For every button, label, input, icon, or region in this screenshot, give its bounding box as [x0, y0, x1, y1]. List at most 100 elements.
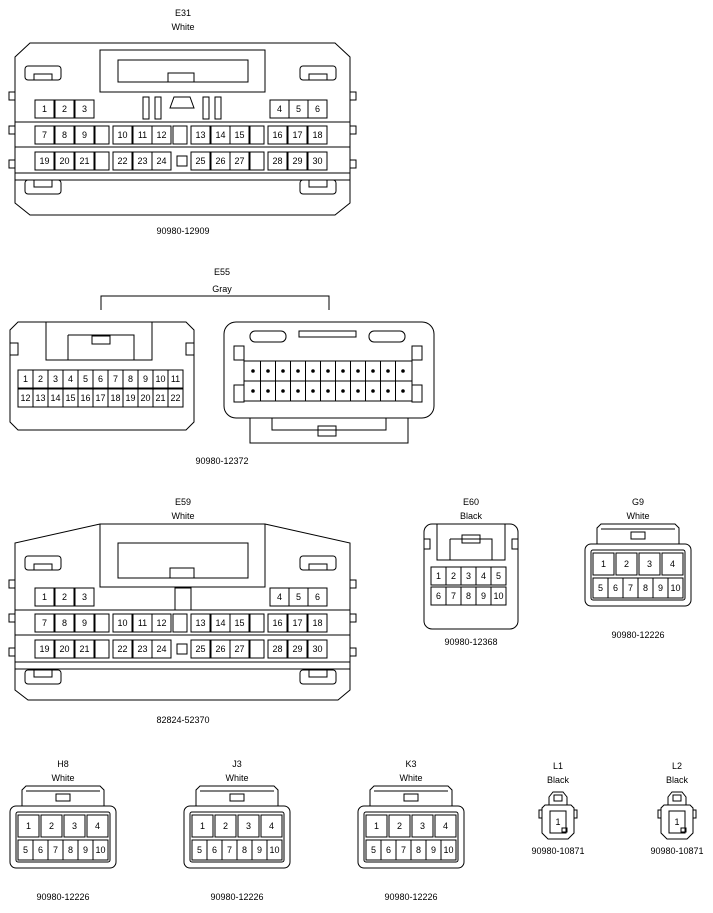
pin: 17	[287, 613, 308, 633]
connector-e31-part-number: 90980-12909	[156, 226, 209, 236]
pin: 15	[229, 125, 250, 145]
svg-text:27: 27	[234, 156, 244, 166]
svg-text:28: 28	[272, 156, 282, 166]
svg-text:5: 5	[296, 104, 301, 114]
pin: 30	[307, 639, 328, 659]
svg-text:27: 27	[234, 644, 244, 654]
connector-e60-housing	[423, 523, 519, 630]
svg-text:13: 13	[195, 130, 205, 140]
male-pin-dot	[251, 369, 255, 373]
connector-g9-color: White	[626, 511, 649, 521]
svg-text:16: 16	[272, 618, 282, 628]
svg-text:8: 8	[68, 845, 73, 855]
svg-text:22: 22	[170, 393, 180, 403]
svg-text:4: 4	[95, 821, 100, 831]
svg-text:1: 1	[23, 374, 28, 384]
pin: 11	[132, 125, 153, 145]
pin: 2	[54, 99, 75, 119]
svg-text:9: 9	[658, 583, 663, 593]
svg-text:2: 2	[62, 592, 67, 602]
connector-k3-part-number: 90980-12226	[384, 892, 437, 902]
pin: 9	[475, 586, 492, 606]
connector-l2-part-number: 90980-10871	[650, 846, 703, 856]
connector-e55-code: E55	[214, 267, 230, 277]
svg-text:30: 30	[312, 644, 322, 654]
pin: 6	[607, 577, 624, 599]
svg-text:4: 4	[269, 821, 274, 831]
svg-text:13: 13	[195, 618, 205, 628]
svg-text:7: 7	[113, 374, 118, 384]
pin: 12	[151, 613, 172, 633]
pin: 3	[460, 566, 477, 586]
svg-text:7: 7	[53, 845, 58, 855]
svg-text:1: 1	[674, 817, 679, 827]
svg-text:5: 5	[598, 583, 603, 593]
pin: 27	[229, 151, 250, 171]
pin: 9	[652, 577, 669, 599]
svg-text:2: 2	[451, 571, 456, 581]
svg-text:17: 17	[292, 618, 302, 628]
pin: 6	[92, 369, 109, 389]
svg-text:11: 11	[171, 374, 180, 384]
pin: 8	[236, 839, 253, 861]
pin: 3	[638, 552, 661, 576]
pin: 6	[206, 839, 223, 861]
svg-text:2: 2	[62, 104, 67, 114]
male-pin-dot	[356, 389, 360, 393]
pin: 14	[47, 388, 64, 408]
svg-text:1: 1	[42, 104, 47, 114]
svg-text:30: 30	[312, 156, 322, 166]
connector-e59-housing	[14, 523, 351, 701]
svg-text:1: 1	[436, 571, 441, 581]
connector-e60-color: Black	[460, 511, 483, 521]
connector-e31-code: E31	[175, 8, 191, 18]
pin: 17	[287, 125, 308, 145]
connector-e59-code: E59	[175, 497, 191, 507]
pin: 7	[445, 586, 462, 606]
pin: 23	[132, 151, 153, 171]
svg-text:6: 6	[98, 374, 103, 384]
connector-k3-color: White	[399, 773, 422, 783]
connector-l1-code: L1	[553, 761, 563, 771]
connector-j3-housing	[183, 805, 291, 869]
svg-text:9: 9	[82, 618, 87, 628]
svg-text:17: 17	[95, 393, 105, 403]
male-pin-dot	[281, 389, 285, 393]
svg-text:15: 15	[65, 393, 75, 403]
svg-text:8: 8	[242, 845, 247, 855]
svg-text:23: 23	[137, 644, 147, 654]
svg-text:5: 5	[83, 374, 88, 384]
svg-text:5: 5	[296, 592, 301, 602]
pin: 13	[32, 388, 49, 408]
svg-text:21: 21	[79, 156, 89, 166]
pin: 6	[307, 587, 328, 607]
pin: 16	[267, 613, 288, 633]
svg-text:2: 2	[38, 374, 43, 384]
pin: 7	[47, 839, 64, 861]
pin: 5	[77, 369, 94, 389]
svg-text:7: 7	[42, 618, 47, 628]
pin: 22	[112, 639, 133, 659]
svg-text:9: 9	[82, 130, 87, 140]
svg-text:12: 12	[156, 618, 166, 628]
svg-text:6: 6	[436, 591, 441, 601]
pin: 7	[221, 839, 238, 861]
svg-text:5: 5	[371, 845, 376, 855]
connector-h8-housing	[9, 805, 117, 869]
svg-text:9: 9	[431, 845, 436, 855]
svg-text:18: 18	[312, 130, 322, 140]
pin: 15	[62, 388, 79, 408]
svg-text:28: 28	[272, 644, 282, 654]
pin: 6	[307, 99, 328, 119]
male-pin-dot	[266, 389, 270, 393]
connector-e31-color: White	[171, 22, 194, 32]
svg-text:25: 25	[195, 156, 205, 166]
pin: 4	[269, 587, 290, 607]
pin: 3	[74, 99, 95, 119]
